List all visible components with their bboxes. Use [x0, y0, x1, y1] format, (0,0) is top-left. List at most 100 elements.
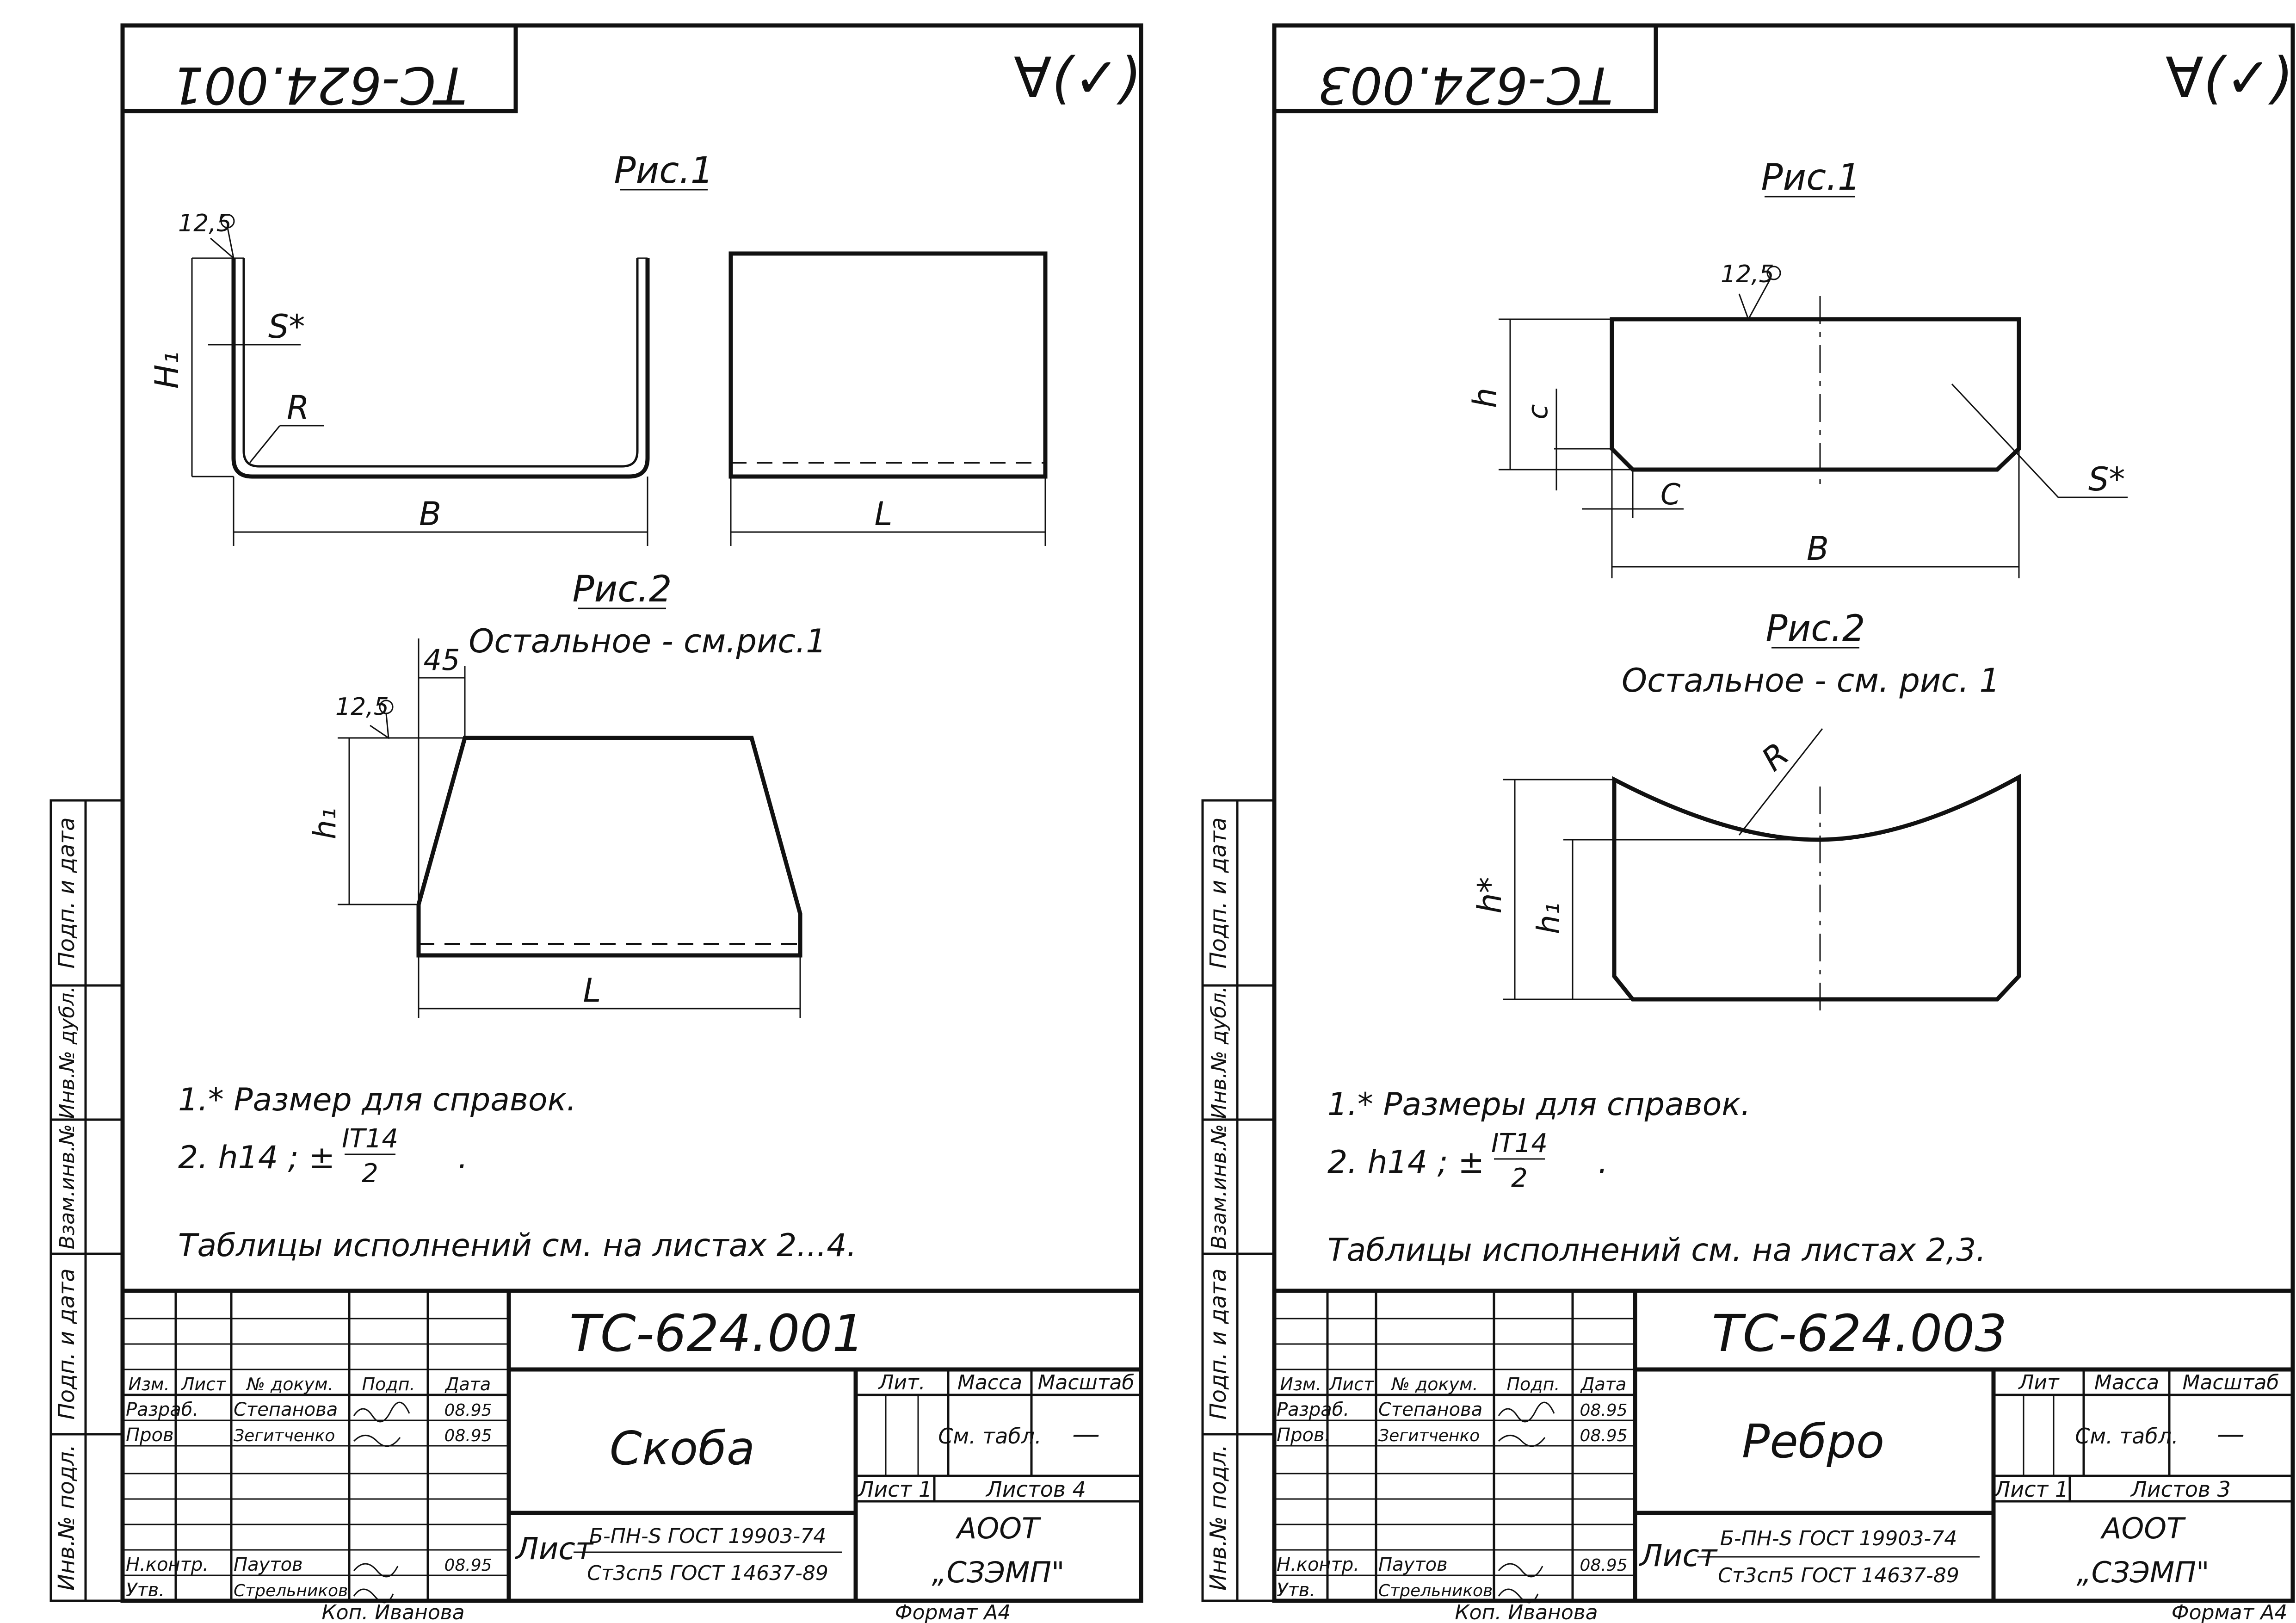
fig2-roughness: 12,5	[335, 693, 389, 721]
dim-s-r: S*	[2088, 460, 2125, 498]
dim-c2-r: C	[1660, 477, 1681, 511]
stamp-inv-dubl-r: Инв.№ дубл.	[1207, 986, 1231, 1119]
tb-material-top: Б-ПН-S ГОСТ 19903-74	[589, 1524, 827, 1548]
stamp-vzam-inv: Взам.инв.№	[56, 1124, 79, 1250]
hdr-list-r: Лист	[1328, 1374, 1375, 1394]
dim-l-fig2: L	[583, 972, 601, 1010]
tb-org-top-r: АООТ	[2100, 1511, 2186, 1545]
note-2-numerator-r: IT14	[1491, 1128, 1548, 1158]
row-utv-role: Утв.	[126, 1580, 165, 1601]
dim-b-r: B	[1807, 530, 1829, 568]
dim-r: R	[287, 389, 309, 427]
row-utv-role-r: Утв.	[1277, 1580, 1315, 1601]
fig2-rib: Рис.2 Остальное - см. рис. 1 R h* h₁	[1471, 608, 2021, 1013]
tb-lit: Лит.	[877, 1371, 925, 1394]
notes-right: 1.* Размеры для справок. 2. h14 ; ± IT14…	[1327, 1086, 1986, 1269]
tb-sheet-r: Лист 1	[1994, 1477, 2068, 1502]
top-code-box-right	[1272, 23, 1658, 113]
stamp-podp-data-1-r: Подп. и дата	[1205, 1269, 1231, 1420]
top-code-box	[120, 23, 518, 113]
stamp-podp-data-2-r: Подп. и дата	[1205, 818, 1231, 969]
sheet-left: ТС-624.001 ∀(✓) Инв.№ подл. Подп. и дата…	[49, 23, 1143, 1623]
row-prov-date-r: 08.95	[1580, 1426, 1627, 1445]
fig1-bracket: Рис.1 H₁ 12,5 S* R	[148, 150, 1048, 546]
dim-c-r: c	[1522, 404, 1554, 420]
hdr-list: Лист	[180, 1374, 227, 1394]
title-block: Изм. Лист № докум. Подп. Дата Разраб. Ст…	[123, 1288, 1141, 1604]
hdr-izm-r: Изм.	[1280, 1374, 1321, 1394]
note-2-numerator: IT14	[342, 1124, 398, 1154]
stamp-inv-podl: Инв.№ подл.	[54, 1444, 80, 1591]
tb-org-top: АООТ	[955, 1511, 1041, 1545]
tb-material-bottom-r: Ст3сп5 ГОСТ 14637-89	[1718, 1564, 1959, 1587]
row-razrab-role-r: Разраб.	[1277, 1399, 1349, 1420]
tb-mass-value: См. табл.	[938, 1424, 1041, 1449]
copied-by: Коп. Иванова	[321, 1601, 464, 1623]
dim-h1: H₁	[148, 352, 186, 389]
row-nkontr-role: Н.контр.	[126, 1554, 209, 1575]
tb-scale-r: Масштаб	[2182, 1371, 2279, 1394]
dim-s: S*	[268, 308, 305, 346]
format-label-r: Формат А4	[2172, 1601, 2288, 1623]
dim-r-r: R	[1754, 735, 1796, 779]
note-2-period: .	[458, 1140, 468, 1176]
row-razrab-role: Разраб.	[126, 1399, 198, 1420]
stamp-podp-data-2: Подп. и дата	[54, 818, 80, 969]
tb-name: Скоба	[610, 1421, 755, 1475]
tb-lit-r: Лит	[2018, 1371, 2060, 1394]
top-code-text-right: ТС-624.003	[1318, 56, 1613, 115]
tb-sheets-r: Листов 3	[2130, 1477, 2231, 1502]
row-prov-person: Зегитченко	[234, 1426, 335, 1445]
tb-material-label: Лист	[515, 1531, 594, 1567]
note-2-period-r: .	[1598, 1144, 1608, 1181]
sheet-frame-right	[1272, 23, 2295, 1603]
hdr-sign-r: Подп.	[1506, 1374, 1560, 1394]
dim-h1-r: h₁	[1531, 903, 1566, 934]
fig2-subtitle-r: Остальное - см. рис. 1	[1622, 662, 2000, 700]
note-2-r: 2. h14 ; ±	[1327, 1144, 1484, 1181]
dim-b: B	[419, 495, 441, 533]
copied-by-r: Коп. Иванова	[1455, 1601, 1598, 1623]
fig2-subtitle: Остальное - см.рис.1	[469, 622, 826, 660]
row-razrab-person: Степанова	[234, 1399, 338, 1420]
fig1-roughness: 12,5	[178, 210, 232, 237]
note-2-denominator: 2	[362, 1158, 378, 1189]
row-nkontr-role-r: Н.контр.	[1277, 1554, 1359, 1575]
tb-org-bottom: „СЗЭМП"	[932, 1555, 1064, 1589]
side-stamp: Инв.№ подл. Подп. и дата Взам.инв.№ Инв.…	[49, 799, 124, 1602]
note-1-r: 1.* Размеры для справок.	[1327, 1086, 1751, 1123]
row-prov-date: 08.95	[444, 1426, 492, 1445]
stamp-vzam-inv-r: Взам.инв.№	[1207, 1124, 1231, 1250]
row-nkontr-person: Паутов	[234, 1554, 303, 1575]
tb-org-bottom-r: „СЗЭМП"	[2076, 1555, 2209, 1589]
fig2-bracket-end: Рис.2 Остальное - см.рис.1 45 12,5 h₁ L	[307, 569, 827, 1018]
tb-mass-r: Масса	[2094, 1371, 2159, 1394]
side-stamp-right: Инв.№ подл. Подп. и дата Взам.инв.№ Инв.…	[1201, 799, 1276, 1602]
dim-hstar-r: h*	[1471, 877, 1509, 913]
dim-l: L	[875, 495, 893, 533]
row-prov-role: Пров.	[126, 1425, 179, 1446]
tb-mass: Масса	[957, 1371, 1022, 1394]
row-razrab-date: 08.95	[444, 1401, 492, 1420]
tb-material-top-r: Б-ПН-S ГОСТ 19903-74	[1720, 1527, 1957, 1550]
row-razrab-date-r: 08.95	[1580, 1401, 1627, 1420]
table-note: Таблицы исполнений см. на листах 2...4.	[178, 1227, 857, 1264]
table-note-r: Таблицы исполнений см. на листах 2,3.	[1327, 1232, 1986, 1269]
fig1-roughness-r: 12,5	[1721, 260, 1774, 288]
format-label: Формат А4	[895, 1601, 1011, 1623]
tb-scale-value: —	[1072, 1418, 1100, 1450]
tb-material-label-r: Лист	[1639, 1538, 1718, 1573]
hdr-date: Дата	[444, 1374, 491, 1394]
row-nkontr-date: 08.95	[444, 1556, 492, 1575]
dim-h1-fig2: h₁	[307, 808, 343, 839]
dim-45: 45	[424, 643, 460, 677]
roughness-mark: ∀(✓)	[1014, 46, 1142, 111]
notes: 1.* Размер для справок. 2. h14 ; ± IT14 …	[178, 1082, 857, 1264]
tb-name-r: Ребро	[1742, 1414, 1884, 1468]
note-2: 2. h14 ; ±	[178, 1140, 335, 1176]
note-2-denominator-r: 2	[1511, 1163, 1528, 1193]
roughness-mark-right: ∀(✓)	[2166, 46, 2293, 111]
row-utv-person-r: Стрельников	[1378, 1581, 1493, 1600]
top-code-text: ТС-624.001	[172, 56, 467, 115]
